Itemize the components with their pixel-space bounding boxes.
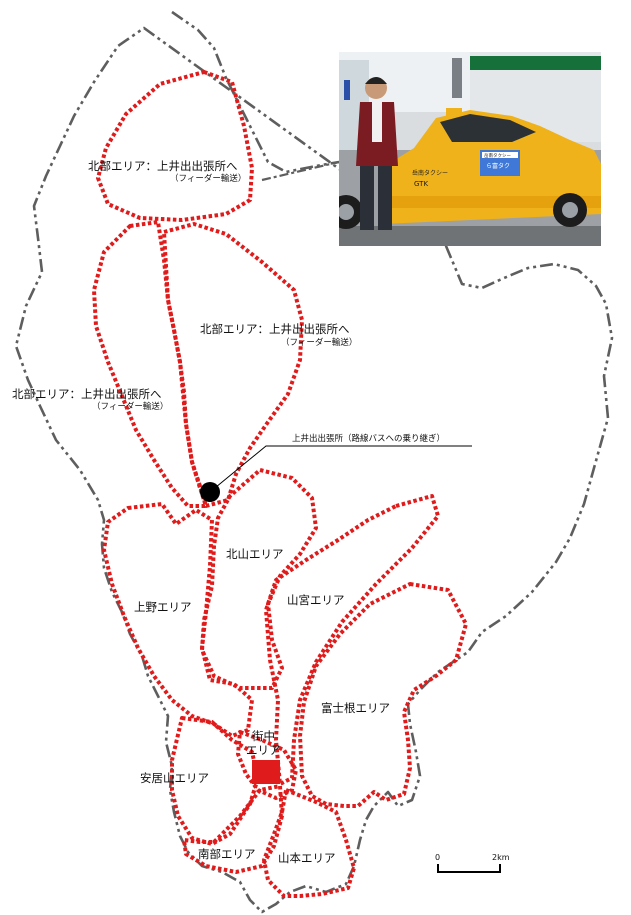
label-north-top: 北部エリア：上井出出張所へ — [88, 159, 238, 173]
label-yamamoto: 山本エリア — [278, 851, 336, 865]
door-sign-2: ら富タク — [486, 162, 510, 170]
car-text-1: 岳南タクシー — [412, 169, 448, 177]
car-text-2: GTK — [414, 180, 428, 188]
label-north-west: 北部エリア：上井出出張所へ — [12, 387, 162, 401]
label-anoyama: 安居山エリア — [140, 771, 209, 785]
label-fujine: 富士根エリア — [321, 701, 390, 715]
zone-kitayama — [200, 468, 318, 690]
sub-north-mid: （フィーダー輸送） — [281, 337, 357, 348]
label-kitayama: 北山エリア — [226, 547, 284, 561]
zone-yamamiya — [264, 494, 440, 786]
office-label: 上井出出張所（路線バスへの乗り継ぎ） — [292, 433, 445, 444]
zone-nanbu — [182, 784, 284, 874]
door-sign-1: 岳南タクシー — [484, 152, 511, 159]
label-machinaka-2: エリア — [246, 743, 281, 757]
zone-north-top — [96, 70, 254, 222]
machinaka-marker — [252, 760, 280, 784]
city-boundary — [14, 10, 614, 914]
zone-anoyama — [170, 716, 260, 846]
label-nanbu: 南部エリア — [198, 847, 256, 861]
label-yamamiya: 山宮エリア — [287, 593, 345, 607]
label-ueno: 上野エリア — [134, 600, 192, 614]
zone-ueno — [102, 502, 254, 738]
zone-yamamoto — [262, 788, 356, 898]
zone-north-mid — [162, 222, 304, 508]
sub-north-top: （フィーダー輸送） — [170, 173, 246, 184]
label-machinaka: 街中 — [252, 729, 275, 743]
office-leader-line — [209, 445, 472, 493]
scale-bar: 0 2km — [435, 853, 510, 873]
scale-end: 2km — [492, 853, 510, 862]
zone-north-west — [92, 220, 208, 508]
office-marker-dot — [200, 482, 220, 502]
photo-leader-line — [261, 160, 340, 182]
scale-start: 0 — [435, 853, 440, 862]
label-north-mid: 北部エリア：上井出出張所へ — [200, 322, 350, 336]
taxi-photo: 岳南タクシー GTK 岳南タクシー ら富タク — [339, 52, 601, 246]
zone-fujine — [298, 582, 468, 808]
sub-north-west: （フィーダー輸送） — [92, 401, 168, 412]
